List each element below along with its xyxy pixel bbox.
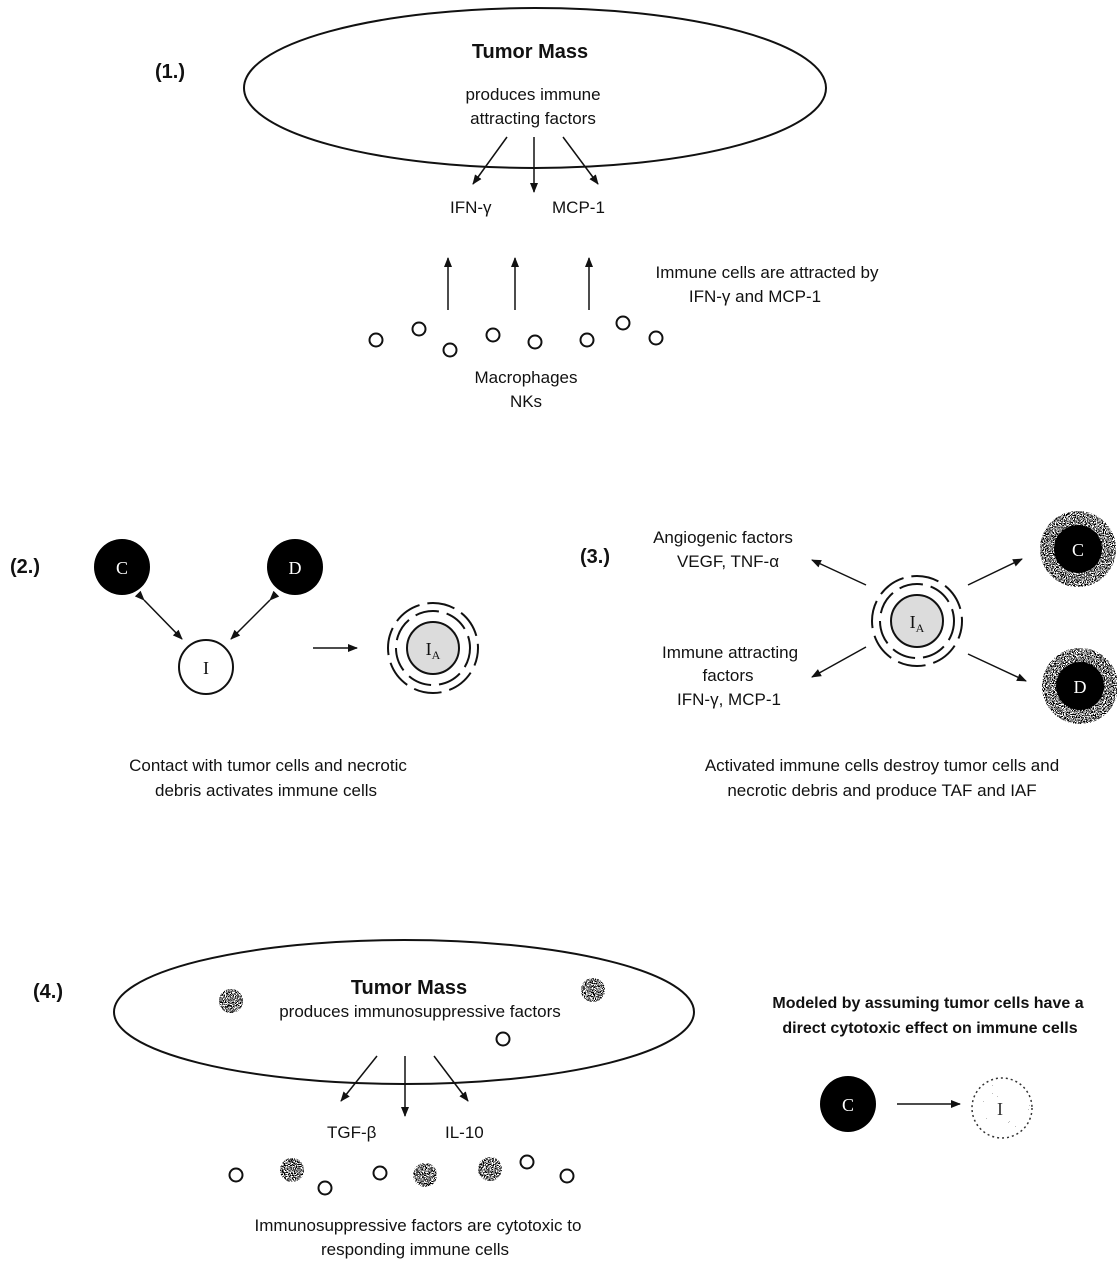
panel-4: (4.) Tumor Mass produces immunosuppressi… xyxy=(33,939,1084,1259)
immune-cell xyxy=(519,1154,535,1170)
panel-2: (2.) C D I IA Contact with tumor cells a… xyxy=(10,539,479,800)
contact-arrow-d xyxy=(230,590,280,640)
arrow-to-il10 xyxy=(433,1055,469,1102)
iaf-label-3: IFN-γ, MCP-1 xyxy=(677,690,781,709)
tumor-mass-ellipse-4 xyxy=(113,939,695,1085)
attract-caption-2: IFN-γ and MCP-1 xyxy=(689,287,821,306)
arrow-to-tgf xyxy=(340,1055,378,1102)
arrow-to-dead-c xyxy=(967,558,1023,586)
immune-cell xyxy=(372,1165,388,1181)
panel-2-number: (2.) xyxy=(10,556,40,578)
panel-1: (1.) Tumor Mass produces immune attracti… xyxy=(155,7,879,411)
panel-3-caption-2: necrotic debris and produce TAF and IAF xyxy=(727,781,1036,800)
immune-cell xyxy=(485,327,501,343)
dying-immune-cell xyxy=(280,1158,304,1182)
tumor-speck-2 xyxy=(581,978,605,1002)
panel-3-caption-1: Activated immune cells destroy tumor cel… xyxy=(705,756,1059,775)
activated-immune-cell-2: IA xyxy=(387,602,479,694)
activated-immune-cell-3: IA xyxy=(871,575,963,667)
svg-text:I: I xyxy=(203,658,209,678)
panel-4-number: (4.) xyxy=(33,981,63,1003)
immune-cell xyxy=(579,332,595,348)
dying-immune-cell xyxy=(413,1163,437,1187)
destroyed-tumor-cell-c: C xyxy=(1040,511,1116,587)
damaged-immune-cell: I xyxy=(971,1077,1033,1139)
panel-4-caption-1: Immunosuppressive factors are cytotoxic … xyxy=(255,1216,582,1235)
iaf-label-1: Immune attracting xyxy=(662,643,798,662)
debris-cell-d: D xyxy=(267,539,323,595)
cells-label-1: Macrophages xyxy=(474,368,577,387)
tumor-mass-desc-1a: produces immune xyxy=(465,85,600,104)
immune-cell-i: I xyxy=(178,639,234,695)
panel-4-caption-2: responding immune cells xyxy=(321,1240,509,1259)
panel-2-caption-1: Contact with tumor cells and necrotic xyxy=(129,756,407,775)
tumor-speck-1 xyxy=(219,989,243,1013)
svg-text:IA: IA xyxy=(910,612,925,635)
immune-cell-in-mass xyxy=(495,1031,511,1047)
arrow-mass-to-mcp xyxy=(562,136,599,185)
cells-label-2: NKs xyxy=(510,392,542,411)
tumor-mass-title-4: Tumor Mass xyxy=(351,977,467,999)
attract-caption-1: Immune cells are attracted by xyxy=(656,263,879,282)
dying-immune-cell xyxy=(478,1157,502,1181)
arrow-to-iaf xyxy=(811,646,867,678)
panel-3: (3.) Angiogenic factors VEGF, TNF-α Immu… xyxy=(580,511,1117,800)
tumor-mass-ellipse-1 xyxy=(243,7,827,169)
immune-cell xyxy=(648,330,664,346)
immune-cell xyxy=(527,334,543,350)
immune-cell xyxy=(559,1168,575,1184)
tumor-mass-desc-1b: attracting factors xyxy=(470,109,596,128)
tumor-mass-title-1: Tumor Mass xyxy=(472,41,588,63)
factor-il10: IL-10 xyxy=(445,1123,484,1142)
tumor-mass-desc-4: produces immunosuppressive factors xyxy=(279,1002,561,1021)
immune-cells-row-1 xyxy=(368,315,664,358)
panel-2-caption-2: debris activates immune cells xyxy=(155,781,377,800)
factor-mcp1: MCP-1 xyxy=(552,198,605,217)
svg-text:C: C xyxy=(1072,540,1084,560)
immune-cell xyxy=(368,332,384,348)
svg-text:IA: IA xyxy=(426,639,441,662)
angiogenic-label-2: VEGF, TNF-α xyxy=(677,552,779,571)
factor-ifn-gamma: IFN-γ xyxy=(450,198,492,217)
svg-text:D: D xyxy=(1074,677,1087,697)
panel-1-number: (1.) xyxy=(155,61,185,83)
svg-text:D: D xyxy=(289,558,302,578)
model-note-2: direct cytotoxic effect on immune cells xyxy=(782,1020,1077,1037)
arrow-to-angiogenic xyxy=(811,559,867,586)
svg-text:C: C xyxy=(116,558,128,578)
angiogenic-label-1: Angiogenic factors xyxy=(653,528,793,547)
iaf-label-2: factors xyxy=(702,666,753,685)
immune-cells-row-4 xyxy=(228,1154,575,1196)
panel-3-number: (3.) xyxy=(580,546,610,568)
tumor-cell-c: C xyxy=(94,539,150,595)
arrow-mass-to-ifn xyxy=(472,136,508,185)
arrow-to-dead-d xyxy=(967,653,1027,682)
contact-arrow-c xyxy=(134,590,183,640)
destroyed-debris-d: D xyxy=(1042,648,1117,724)
immune-cell xyxy=(615,315,631,331)
immune-cell xyxy=(228,1167,244,1183)
immune-cell xyxy=(317,1180,333,1196)
model-note-1: Modeled by assuming tumor cells have a xyxy=(772,995,1083,1012)
immune-cell xyxy=(442,342,458,358)
cytotoxic-tumor-cell: C xyxy=(820,1076,876,1132)
svg-text:C: C xyxy=(842,1095,854,1115)
svg-text:I: I xyxy=(997,1099,1003,1119)
immune-cell xyxy=(411,321,427,337)
factor-tgf-beta: TGF-β xyxy=(327,1123,377,1142)
